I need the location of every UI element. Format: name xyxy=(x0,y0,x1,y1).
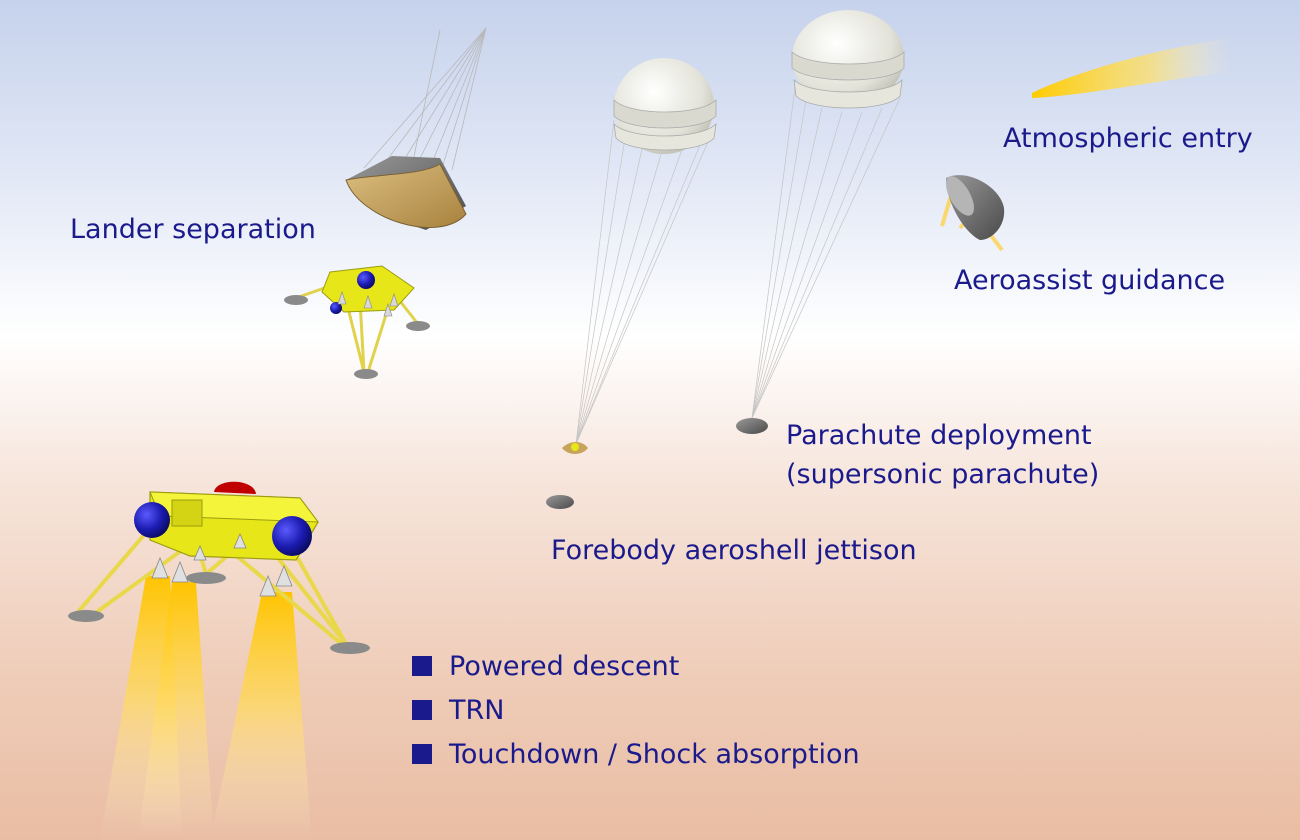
bullet-item: Powered descent xyxy=(412,644,860,688)
entry-plasma-trail xyxy=(1032,38,1232,98)
plume-2 xyxy=(138,582,214,840)
label-atmospheric-entry: Atmospheric entry xyxy=(1003,123,1253,154)
bullet-text: Touchdown / Shock absorption xyxy=(449,738,860,770)
backshell xyxy=(345,156,467,230)
descent-bullet-list: Powered descent TRN Touchdown / Shock ab… xyxy=(412,644,860,776)
label-lander-separation: Lander separation xyxy=(70,214,316,245)
parachute-supersonic xyxy=(736,10,905,434)
label-aeroassist-guidance: Aeroassist guidance xyxy=(954,265,1226,296)
bullet-item: Touchdown / Shock absorption xyxy=(412,732,860,776)
powered-descent-lander xyxy=(68,481,370,840)
separated-lander xyxy=(284,265,430,379)
label-forebody-jettison: Forebody aeroshell jettison xyxy=(551,535,917,566)
bullet-item: TRN xyxy=(412,688,860,732)
bullet-square-icon xyxy=(412,744,432,764)
backshell-with-lines xyxy=(363,27,487,179)
label-parachute-deployment: Parachute deployment xyxy=(786,420,1092,451)
bullet-text: TRN xyxy=(449,694,505,726)
parachute-jettison xyxy=(546,58,717,509)
bullet-square-icon xyxy=(412,700,432,720)
entry-capsule xyxy=(940,175,1005,252)
bullet-text: Powered descent xyxy=(449,650,680,682)
plume-3 xyxy=(210,592,312,840)
bullet-square-icon xyxy=(412,656,432,676)
label-supersonic-parachute: (supersonic parachute) xyxy=(786,459,1100,490)
